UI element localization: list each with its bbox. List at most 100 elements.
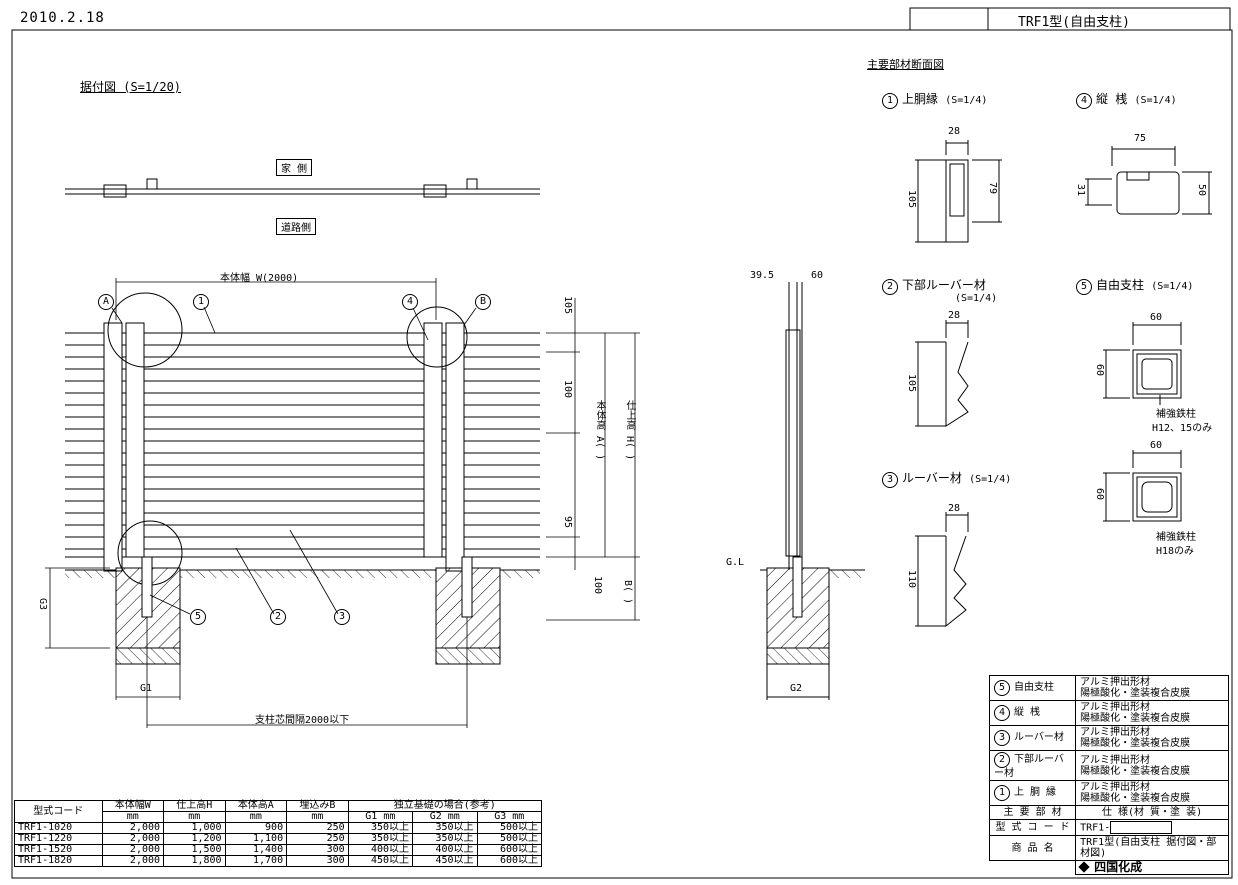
section-2-dim-28: 28 bbox=[948, 310, 961, 321]
dim-105: 105 bbox=[562, 296, 573, 315]
parts-header-left: 主 要 部 材 bbox=[988, 805, 1077, 820]
table-row: TRF1-1020 2,000 1,000 900 250 350以上 350以… bbox=[14, 822, 542, 834]
fence-elevation bbox=[65, 292, 540, 586]
parts-spec-cell: アルミ押出形材陽極酸化・塗装複合皮膜 bbox=[1075, 780, 1229, 806]
parts-spec1: アルミ押出形材 bbox=[1080, 702, 1151, 713]
parts-product-row: 商 品 名 TRF1型(自由支柱 据付図・部材図) bbox=[988, 835, 1229, 861]
section-5-dim-height: 60 bbox=[1094, 364, 1105, 377]
g1-label: G1 bbox=[140, 683, 153, 694]
burial-b-label: B( ) bbox=[622, 580, 633, 605]
product-value: TRF1型(自由支柱 据付図・部材図) bbox=[1075, 835, 1229, 861]
code-input-box bbox=[1110, 821, 1173, 834]
table-cell: 350以上 bbox=[412, 822, 478, 834]
parts-number: 2 bbox=[994, 752, 1010, 768]
parts-number: 5 bbox=[994, 680, 1010, 696]
parts-header-right: 仕 様(材 質・塗 装) bbox=[1075, 805, 1229, 820]
parts-number: 4 bbox=[994, 705, 1010, 721]
drawing-title: TRF1型(自由支柱) bbox=[1018, 15, 1130, 30]
table-cell: 2,000 bbox=[101, 855, 165, 867]
title-box bbox=[909, 7, 1231, 31]
callout-a: A bbox=[98, 294, 114, 310]
section-1-dim-79: 79 bbox=[987, 182, 998, 195]
table-row: TRF1-1220 2,000 1,200 1,100 250 350以上 35… bbox=[14, 833, 542, 845]
code-value: TRF1- bbox=[1080, 822, 1111, 834]
parts-name: 上 胴 縁 bbox=[1014, 787, 1057, 798]
table-cell: TRF1-1820 bbox=[14, 855, 103, 867]
table-cell: 450以上 bbox=[347, 855, 414, 867]
section-drawings bbox=[915, 140, 1212, 628]
callout-4: 4 bbox=[402, 294, 418, 310]
section-5-note: 補強鉄柱 bbox=[1156, 409, 1196, 420]
side-dim-60: 60 bbox=[811, 270, 824, 281]
parts-spec1: アルミ押出形材 bbox=[1080, 677, 1151, 688]
parts-name: 自由支柱 bbox=[1014, 682, 1054, 693]
road-side-label: 道路側 bbox=[276, 218, 316, 235]
section-1-dim-105: 105 bbox=[906, 190, 917, 209]
code-cell: TRF1- bbox=[1075, 819, 1229, 836]
section-5b-dim-width: 60 bbox=[1150, 440, 1163, 451]
unit-cell: mm bbox=[224, 811, 288, 823]
table-cell: 300 bbox=[286, 844, 349, 856]
gl-label: G.L bbox=[726, 557, 745, 568]
parts-spec-cell: アルミ押出形材陽極酸化・塗装複合皮膜 bbox=[1075, 750, 1229, 781]
section-3-scale: (S=1/4) bbox=[969, 474, 1012, 485]
spec-table-header: 型式コード 本体幅W 仕上高H 本体高A 埋込みB 独立基礎の場合(参考) bbox=[14, 800, 543, 823]
table-cell: TRF1-1520 bbox=[14, 844, 103, 856]
section-2-dim-105: 105 bbox=[906, 374, 917, 393]
side-dim-39-5: 39.5 bbox=[750, 270, 775, 281]
table-cell: 2,000 bbox=[101, 844, 165, 856]
table-cell: 1,700 bbox=[224, 855, 288, 867]
section-5-note2: H12、15のみ bbox=[1152, 423, 1213, 434]
parts-spec-cell: アルミ押出形材陽極酸化・塗装複合皮膜 bbox=[1075, 675, 1229, 701]
drawing-date: 2010.2.18 bbox=[20, 10, 105, 26]
parts-spec1: アルミ押出形材 bbox=[1080, 727, 1151, 738]
parts-number: 3 bbox=[994, 730, 1010, 746]
parts-spec-cell: アルミ押出形材陽極酸化・塗装複合皮膜 bbox=[1075, 700, 1229, 726]
section-5-name: 自由支柱 bbox=[1096, 278, 1145, 292]
parts-header-row: 主 要 部 材 仕 様(材 質・塗 装) bbox=[988, 805, 1229, 820]
section-3-number: 3 bbox=[882, 472, 898, 488]
table-cell: 250 bbox=[286, 822, 349, 834]
section-5-dim-width: 60 bbox=[1150, 312, 1163, 323]
table-cell: 500以上 bbox=[476, 833, 542, 845]
table-cell: 350以上 bbox=[347, 833, 414, 845]
table-row: TRF1-1820 2,000 1,800 1,700 300 450以上 45… bbox=[14, 855, 542, 867]
table-cell: 400以上 bbox=[412, 844, 478, 856]
spec-header-code: 型式コード bbox=[14, 800, 103, 823]
table-row: TRF1-1520 2,000 1,500 1,400 300 400以上 40… bbox=[14, 844, 542, 856]
section-4-scale: (S=1/4) bbox=[1134, 95, 1177, 106]
section-1-scale: (S=1/4) bbox=[945, 95, 988, 106]
table-cell: 300 bbox=[286, 855, 349, 867]
table-cell: 500以上 bbox=[476, 822, 542, 834]
callout-5: 5 bbox=[190, 609, 206, 625]
company-name: 四国化成 bbox=[1094, 860, 1143, 874]
house-side-label: 家 側 bbox=[276, 159, 313, 176]
company-spacer bbox=[990, 861, 1076, 875]
unit-cell: mm bbox=[286, 811, 349, 823]
spec-header-finish-height: 仕上高H bbox=[163, 800, 226, 812]
table-cell: 600以上 bbox=[476, 844, 542, 856]
plan-view bbox=[65, 178, 540, 198]
height-h-label: 仕上高 H( ) bbox=[624, 400, 635, 461]
side-view bbox=[760, 282, 865, 700]
callout-b: B bbox=[475, 294, 491, 310]
section-4-dim-31: 31 bbox=[1075, 184, 1086, 197]
table-cell: 1,000 bbox=[163, 822, 226, 834]
parts-name: 下部ルーバー材 bbox=[994, 754, 1064, 779]
table-cell: 2,000 bbox=[101, 833, 165, 845]
callout-2: 2 bbox=[270, 609, 286, 625]
parts-spec2: 陽極酸化・塗装複合皮膜 bbox=[1080, 765, 1191, 777]
table-cell: TRF1-1220 bbox=[14, 833, 103, 845]
section-1-number: 1 bbox=[882, 93, 898, 109]
parts-row: 5 自由支柱 アルミ押出形材陽極酸化・塗装複合皮膜 bbox=[988, 675, 1229, 701]
table-cell: TRF1-1020 bbox=[14, 822, 103, 834]
parts-number: 1 bbox=[994, 785, 1010, 801]
table-cell: 1,500 bbox=[163, 844, 226, 856]
g3-label: G3 bbox=[37, 598, 48, 611]
